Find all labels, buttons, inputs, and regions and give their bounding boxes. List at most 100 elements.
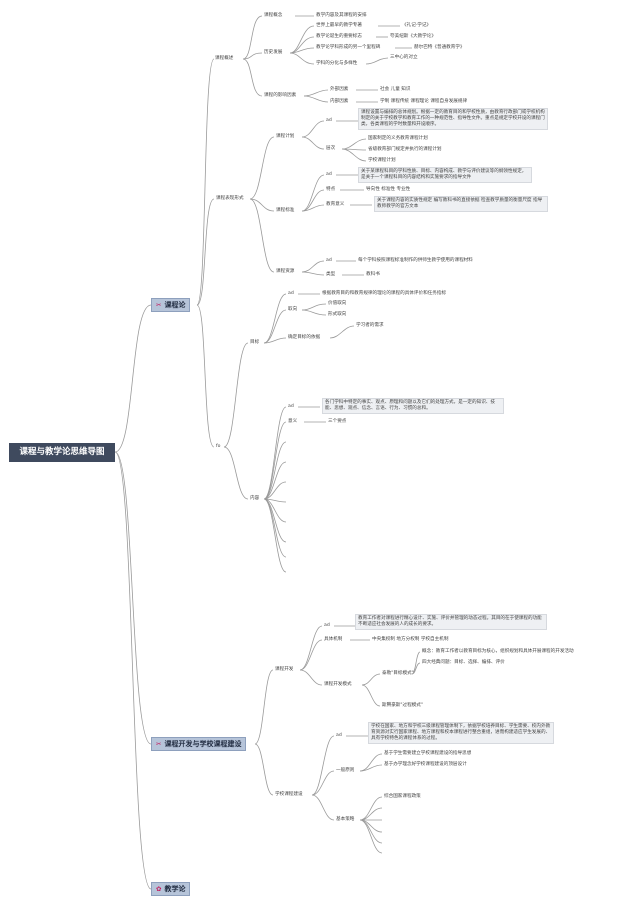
branch-curriculum-development[interactable]: ✂课程开发与学校课程建设 <box>151 737 247 751</box>
edge <box>196 198 215 306</box>
node-kcbz[interactable]: 课程标准 <box>276 208 295 213</box>
node-js-ad-text[interactable]: 学校在国家、地方和学校三级课程管理体制下，依据学校培养目标、学生需要、校内外教育… <box>368 722 554 744</box>
node-yxys[interactable]: 课程的影响因素 <box>264 93 297 98</box>
node-bz-jy-v[interactable]: 关于课程内容的实质性规定 编写教科书的直接依据 检查教学质量的衡量尺度 指导教师… <box>374 196 548 212</box>
edge <box>263 293 287 344</box>
node-cc2[interactable]: 省级教育部门规定并执行的课程计划 <box>368 147 442 152</box>
edge <box>263 441 287 500</box>
edge <box>242 15 263 60</box>
node-js-yb[interactable]: 一般原则 <box>336 768 355 773</box>
node-kf-jz[interactable]: 具体机制 <box>324 637 343 642</box>
node-yb2[interactable]: 基于办学理念好学校课程建设的顶层设计 <box>384 762 467 767</box>
node-cc1[interactable]: 国家制定的义务教育课程计划 <box>368 136 428 141</box>
edge <box>359 819 383 854</box>
node-kf-ad-text[interactable]: 教育工作者对课程进行精心设计、实施、评价并管理的动态过程。其目的在于使课程的功能… <box>355 614 547 630</box>
node-nr[interactable]: 内容 <box>250 496 260 501</box>
node-bz-ad-text[interactable]: 关于某课程科目的学科性质、目标、内容构成、教学与评价建议等的纲领性规定，是关于一… <box>358 167 532 183</box>
node-ms-tl2[interactable]: 四大经典问题：目标、选择、编排、评价 <box>422 660 505 665</box>
node-kcjh[interactable]: 课程计划 <box>276 134 295 139</box>
node-qx1[interactable]: 价值取向 <box>328 301 347 306</box>
edge <box>361 673 381 686</box>
node-ls1v[interactable]: 《礼记·学记》 <box>402 23 432 28</box>
node-kcgn1[interactable]: 教学内容及其课程的安排 <box>316 13 367 18</box>
branch-teaching-theory[interactable]: ✿教学论 <box>151 882 191 896</box>
edge <box>341 138 367 150</box>
edge <box>301 303 327 311</box>
node-ls1[interactable]: 世界上最早的教学专著 <box>316 23 362 28</box>
node-bxxs[interactable]: 课程表现形式 <box>216 196 244 201</box>
node-zy-lx[interactable]: 类型 <box>326 272 336 277</box>
node-zy-ad-text[interactable]: 每个学科按照课程标准制作的供师生教学使用的课程材料 <box>358 258 473 263</box>
node-yx1v[interactable]: 社会 儿童 知识 <box>380 87 411 92</box>
edge <box>263 337 287 344</box>
node-ls3v[interactable]: 赫尔巴特《普通教育学》 <box>414 45 465 50</box>
node-nr-yy[interactable]: 意义 <box>288 419 298 424</box>
node-kf-ms[interactable]: 课程开发模式 <box>324 682 352 687</box>
node-ls4v[interactable]: 三中心的对立 <box>390 55 418 60</box>
node-mb-qx[interactable]: 取向 <box>288 307 298 312</box>
node-ls3[interactable]: 教学论学科形成的另一个里程碑 <box>316 45 381 50</box>
node-qx2[interactable]: 形式取向 <box>328 312 347 317</box>
node-bz-td[interactable]: 特点 <box>326 187 336 192</box>
edge <box>114 451 152 890</box>
node-nr-ad-text[interactable]: 各门学科中特定的事实、观点、原理和问题以及它们的处理方式，是一定的知识、技能、思… <box>322 398 504 414</box>
node-zy-lx-v[interactable]: 教科书 <box>366 272 380 277</box>
node-kcgn[interactable]: 课程概念 <box>264 13 283 18</box>
node-ls2[interactable]: 教学论诞生的重要标志 <box>316 34 362 39</box>
node-mb-yj[interactable]: 确定目标的依据 <box>288 335 321 340</box>
node-nr-ad[interactable]: ad <box>288 404 294 409</box>
node-fo[interactable]: fo <box>216 444 221 449</box>
node-zy-ad[interactable]: ad <box>326 258 332 263</box>
node-cc3[interactable]: 学校课程计划 <box>368 158 396 163</box>
node-jh-cc[interactable]: 层次 <box>326 146 336 151</box>
edge <box>196 58 215 306</box>
node-bz-jy[interactable]: 教育意义 <box>326 202 345 207</box>
node-jh-ad-text[interactable]: 课程设置与编排的总体规划。根据一定的教育目的和学校性质，由教育行政部门或学校机构… <box>358 108 548 130</box>
edge <box>301 120 325 138</box>
node-yb1[interactable]: 基于学生需要建立学校课程建设的指导思想 <box>384 751 472 756</box>
node-yx1[interactable]: 外部因素 <box>330 87 349 92</box>
edge <box>299 639 323 671</box>
node-js-ad[interactable]: ad <box>336 733 342 738</box>
node-lsfz[interactable]: 历史发展 <box>264 50 283 55</box>
node-jh-ad[interactable]: ad <box>326 118 332 123</box>
node-kcgs[interactable]: 课程概述 <box>215 56 234 61</box>
node-bz-ad[interactable]: ad <box>326 172 332 177</box>
node-js-cl[interactable]: 基本策略 <box>336 817 355 822</box>
branch-curriculum-theory[interactable]: ✂课程论 <box>151 298 191 312</box>
node-mb[interactable]: 目标 <box>250 340 260 345</box>
node-ms-gc[interactable]: 斯腾豪斯"过程模式" <box>382 703 423 708</box>
edge <box>311 735 335 796</box>
edge <box>263 481 287 500</box>
node-ms-tl[interactable]: 泰勒"目标模式" <box>382 671 414 676</box>
edge <box>301 136 325 150</box>
root-node[interactable]: 课程与教学论思维导图 <box>9 443 115 462</box>
edge <box>303 95 329 103</box>
node-ls4[interactable]: 学科的分化与多样性 <box>316 61 358 66</box>
node-yx2v[interactable]: 学制 课程传统 课程理论 课程自身发展规律 <box>380 99 468 104</box>
edge <box>263 498 287 573</box>
edge <box>301 309 327 316</box>
node-ms-tl1[interactable]: 概念：教育工作者以教育目标为核心，组织规划和具体开展课程的开发活动 <box>422 649 574 654</box>
node-yx2[interactable]: 内部因素 <box>330 99 349 104</box>
node-kczy[interactable]: 课程资源 <box>276 269 295 274</box>
edge <box>249 198 275 273</box>
node-mb-yj-v[interactable]: 学习者的需求 <box>356 323 384 328</box>
node-cl1[interactable]: 综合国家课程政策 <box>384 794 421 799</box>
node-mb-ad[interactable]: ad <box>288 291 294 296</box>
node-nr-yy-v[interactable]: 三个要点 <box>328 419 347 424</box>
edge <box>263 461 287 500</box>
edge <box>301 174 325 212</box>
node-ls2v[interactable]: 夸美纽斯《大教学论》 <box>390 34 436 39</box>
node-xxjs[interactable]: 学校课程建设 <box>275 792 303 797</box>
edge <box>341 148 367 162</box>
node-bz-td-v[interactable]: 导向性 标准性 专业性 <box>366 187 411 192</box>
node-kckf[interactable]: 课程开发 <box>275 667 294 672</box>
node-kf-ad[interactable]: ad <box>324 623 330 628</box>
edge <box>303 89 329 97</box>
scissors-icon: ✂ <box>156 301 162 309</box>
node-kf-jz-v[interactable]: 中央集权制 地方分权制 学校自主机制 <box>372 637 449 642</box>
flower-icon: ✿ <box>156 885 162 893</box>
node-mb-ad-text[interactable]: 根据教育目的和教育规律的理论的课程的具体评价和任务指标 <box>322 291 447 296</box>
